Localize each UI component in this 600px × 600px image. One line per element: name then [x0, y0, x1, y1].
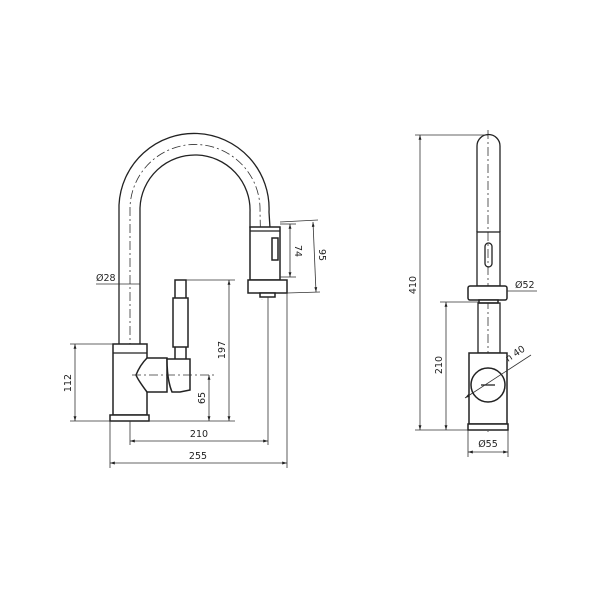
side-stem — [477, 302, 501, 354]
side-view: 410 210 Ø52 n 40 Ø55 — [408, 130, 537, 457]
dimension-65: 65 — [197, 375, 211, 421]
label-65: 65 — [197, 392, 208, 404]
spray-button — [271, 237, 279, 261]
side-spray-slot — [484, 242, 493, 268]
dimension-112: 112 — [63, 343, 113, 422]
label-d28: Ø28 — [96, 273, 116, 284]
spout-inner — [139, 154, 251, 344]
dimension-255: 255 — [109, 293, 288, 468]
dimension-74: 74 — [280, 223, 303, 278]
dimension-197: 197 — [149, 279, 235, 422]
handle-grip — [172, 297, 189, 348]
front-view: 112 Ø28 197 65 210 255 — [63, 132, 327, 468]
side-base — [467, 423, 509, 431]
label-d55: Ø55 — [478, 439, 498, 450]
label-255: 255 — [189, 451, 207, 462]
side-collar — [467, 285, 508, 301]
label-n40: n 40 — [504, 344, 528, 365]
dimension-210-front: 210 — [129, 297, 269, 445]
lever-block — [166, 358, 191, 393]
spout-outer — [118, 132, 271, 344]
spray-tip — [259, 292, 276, 298]
side-spray-head — [476, 231, 501, 287]
dimension-d28: Ø28 — [96, 273, 140, 285]
dimension-d55: Ø55 — [467, 430, 509, 457]
spray-nozzle — [247, 279, 288, 294]
label-112: 112 — [63, 374, 74, 392]
label-410: 410 — [408, 276, 419, 294]
dimension-410: 410 — [408, 134, 488, 431]
dimension-210-side: 210 — [434, 301, 479, 430]
label-197: 197 — [217, 341, 228, 359]
dimension-d52: Ø52 — [507, 280, 537, 292]
label-74: 74 — [292, 245, 303, 257]
label-210-side: 210 — [434, 356, 445, 374]
label-d52: Ø52 — [515, 280, 535, 291]
side-spout — [476, 133, 501, 232]
label-95: 95 — [316, 249, 327, 261]
dimension-95: 95 — [279, 219, 327, 294]
faucet-base — [109, 414, 150, 422]
label-210: 210 — [190, 429, 208, 440]
front-centerline — [129, 144, 263, 420]
